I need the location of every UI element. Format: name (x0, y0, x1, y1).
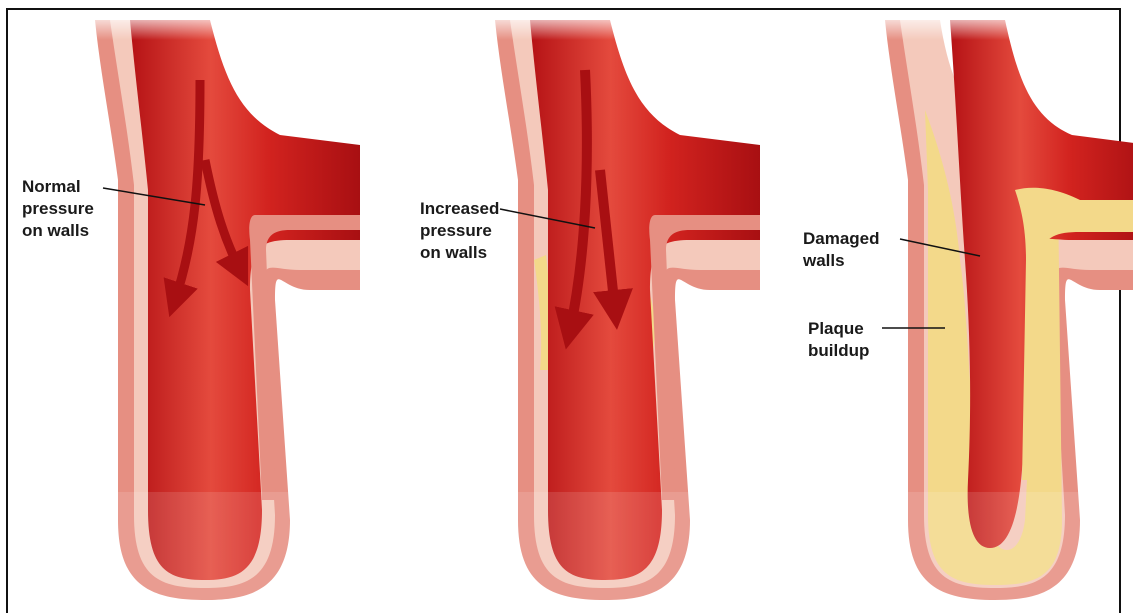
label-line: pressure (420, 220, 499, 242)
cross-section-shade (908, 492, 1080, 602)
label-normal-pressure: Normal pressure on walls (22, 176, 94, 242)
artery-normal (95, 20, 360, 602)
label-line: Damaged (803, 228, 880, 250)
label-line: Normal (22, 176, 94, 198)
top-fade (8, 10, 1119, 40)
label-plaque-buildup: Plaque buildup (808, 318, 869, 362)
label-line: walls (803, 250, 880, 272)
label-line: Plaque (808, 318, 869, 340)
artery-damaged (882, 20, 1133, 602)
label-line: on walls (22, 220, 94, 242)
cross-section-shade (518, 492, 690, 602)
label-line: buildup (808, 340, 869, 362)
label-line: Increased (420, 198, 499, 220)
artery-increased (495, 20, 760, 602)
cross-section-shade (118, 492, 290, 602)
label-line: pressure (22, 198, 94, 220)
label-damaged-walls: Damaged walls (803, 228, 880, 272)
label-increased-pressure: Increased pressure on walls (420, 198, 499, 264)
label-line: on walls (420, 242, 499, 264)
